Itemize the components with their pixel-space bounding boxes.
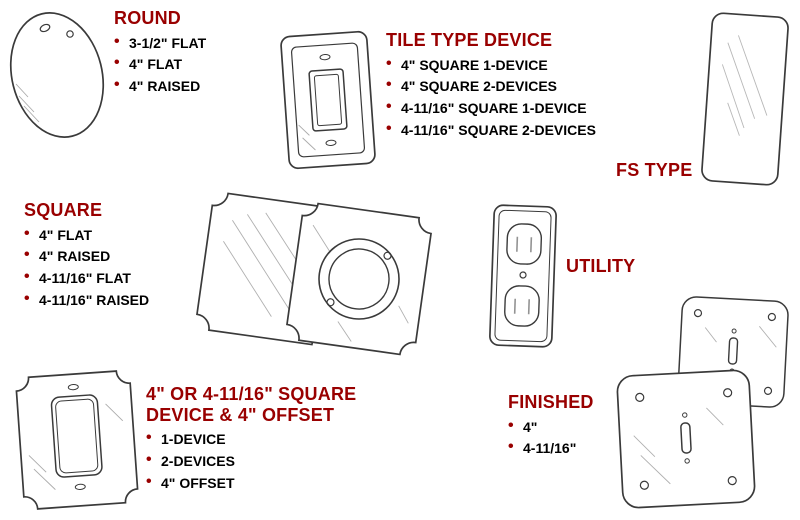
spec-item: 4" RAISED — [114, 77, 206, 94]
section-square-device: 4" OR 4-11/16" SQUARE DEVICE & 4" OFFSET… — [146, 384, 356, 497]
spec-item: 4" FLAT — [24, 226, 149, 243]
section-utility: UTILITY — [566, 256, 635, 277]
spec-item: 4" — [508, 418, 594, 435]
spec-item: 4-11/16" SQUARE 1-DEVICE — [386, 99, 596, 116]
round-cover-illustration — [9, 12, 105, 138]
section-title-tile-type-device: TILE TYPE DEVICE — [386, 30, 553, 50]
section-title-fs-type: FS TYPE — [616, 160, 693, 180]
spec-item: 4" OFFSET — [146, 474, 356, 491]
tile-type-device-spec-list: 4" SQUARE 1-DEVICE 4" SQUARE 2-DEVICES 4… — [386, 56, 596, 138]
spec-item: 4" FLAT — [114, 55, 206, 72]
round-spec-list: 3-1/2" FLAT 4" FLAT 4" RAISED — [114, 34, 206, 94]
spec-item: 1-DEVICE — [146, 430, 356, 447]
section-title-utility: UTILITY — [566, 256, 636, 276]
section-title-round: ROUND — [114, 8, 181, 28]
square-device-cover-illustration — [15, 370, 139, 510]
spec-item: 4-11/16" FLAT — [24, 269, 149, 286]
tile-type-device-cover-illustration — [280, 30, 376, 170]
spec-item: 4" SQUARE 1-DEVICE — [386, 56, 596, 73]
spec-item: 4" SQUARE 2-DEVICES — [386, 77, 596, 94]
section-title-square: SQUARE — [24, 200, 103, 220]
finished-spec-list: 4" 4-11/16" — [508, 418, 594, 456]
section-square: SQUARE 4" FLAT 4" RAISED 4-11/16" FLAT 4… — [24, 200, 149, 314]
spec-item: 4-11/16" — [508, 439, 594, 456]
fs-type-cover-illustration — [701, 12, 789, 186]
spec-item: 4" RAISED — [24, 247, 149, 264]
section-round: ROUND 3-1/2" FLAT 4" FLAT 4" RAISED — [114, 8, 206, 101]
finished-covers-illustration — [616, 296, 789, 509]
spec-item: 4-11/16" RAISED — [24, 291, 149, 308]
section-title-square-device-line1: 4" OR 4-11/16" SQUARE — [146, 384, 357, 404]
utility-cover-illustration — [489, 204, 557, 348]
section-title-finished: FINISHED — [508, 392, 594, 412]
square-device-spec-list: 1-DEVICE 2-DEVICES 4" OFFSET — [146, 430, 356, 491]
section-title-square-device-line2: DEVICE & 4" OFFSET — [146, 404, 335, 425]
spec-item: 2-DEVICES — [146, 452, 356, 469]
section-finished: FINISHED 4" 4-11/16" — [508, 392, 594, 463]
section-tile-type-device: TILE TYPE DEVICE 4" SQUARE 1-DEVICE 4" S… — [386, 30, 596, 144]
section-fs-type: FS TYPE — [616, 160, 692, 181]
spec-item: 3-1/2" FLAT — [114, 34, 206, 51]
square-spec-list: 4" FLAT 4" RAISED 4-11/16" FLAT 4-11/16"… — [24, 226, 149, 308]
spec-item: 4-11/16" SQUARE 2-DEVICES — [386, 121, 596, 138]
square-covers-illustration — [196, 192, 432, 356]
